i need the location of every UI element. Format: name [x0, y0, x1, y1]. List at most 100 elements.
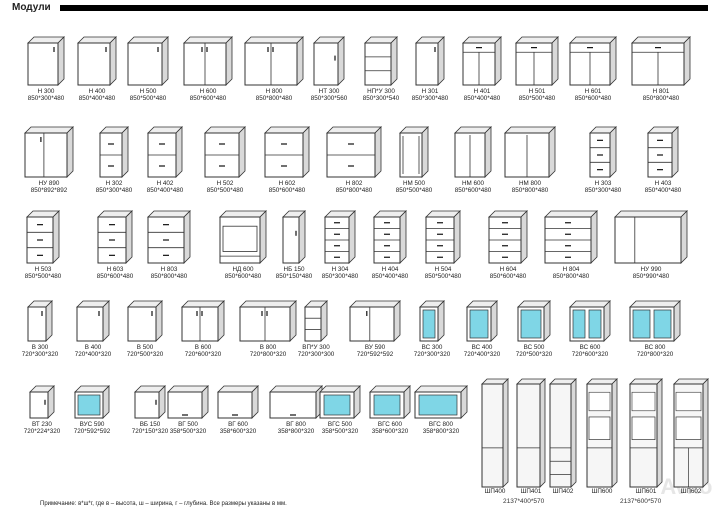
module-size: 850*500*480	[129, 95, 167, 103]
module-code: ВГС 800	[428, 421, 454, 428]
cabinet-drawing	[226, 300, 310, 344]
module-code: НУ 990	[640, 266, 662, 273]
cabinet-drawing	[475, 210, 541, 266]
tall-cabinet-drawing	[585, 378, 619, 488]
module-size: 850*600*480	[224, 273, 262, 281]
cabinet-drawing	[453, 300, 511, 344]
tall-cabinet: ШП400	[480, 378, 510, 495]
module-size: 850*800*480	[150, 273, 188, 281]
cabinet-drawing	[616, 300, 694, 344]
module-code: Н 604	[499, 266, 517, 273]
tall-cabinet-code: ШП602	[680, 488, 702, 495]
tall-cabinet-drawing	[548, 378, 578, 488]
module-code: Н 301	[421, 88, 439, 95]
cabinet-drawing	[576, 126, 630, 180]
module-code: Н 503	[34, 266, 52, 273]
module-size: 720*500*320	[515, 351, 553, 359]
module-code: Н 400	[88, 88, 106, 95]
module-code: Н 801	[652, 88, 670, 95]
cabinet-drawing	[360, 210, 420, 266]
module-size: 358*800*320	[277, 428, 315, 436]
module-code: Н 502	[216, 180, 234, 187]
tall-cabinet: ШП602	[672, 378, 710, 495]
cabinet-drawing	[14, 36, 78, 88]
cabinet-drawing	[63, 300, 123, 344]
module-size: 720*300*300	[297, 351, 335, 359]
module-size: 850*600*480	[574, 95, 612, 103]
module-size: 850*300*480	[95, 187, 133, 195]
module-code: Н 403	[654, 180, 672, 187]
tall-cabinet-code: ШП401	[520, 488, 542, 495]
module-code: ВГ 600	[228, 421, 248, 428]
cabinet-drawing	[134, 210, 204, 266]
module-code: ВС 400	[471, 344, 493, 351]
tall-cabinet-code: ШП601	[635, 488, 657, 495]
cabinet-drawing	[556, 300, 624, 344]
module-code: Н 601	[584, 88, 602, 95]
module-size: 850*600*480	[454, 187, 492, 195]
page-header: Модули	[8, 0, 708, 18]
tall-cabinet: ШП401	[515, 378, 547, 495]
tall-size-right: 2137*600*570	[620, 498, 662, 505]
module-code: НП*У 300	[367, 88, 395, 95]
cabinet-drawing	[291, 300, 341, 344]
module-size: 850*800*480	[255, 95, 293, 103]
module-code: ВУС 590	[79, 421, 105, 428]
module-code: ВТ 230	[32, 421, 52, 428]
module-size: 850*600*480	[189, 95, 227, 103]
module-size: 850*300*480	[27, 95, 65, 103]
module-code: НД 600	[232, 266, 254, 273]
module-code: Н 500	[139, 88, 157, 95]
tall-size-left: 2137*400*570	[503, 498, 545, 505]
tall-cabinet-drawing	[515, 378, 547, 488]
module-code: НТ 300	[318, 88, 340, 95]
module-size: 720*300*320	[21, 351, 59, 359]
cabinet-drawing	[502, 36, 572, 88]
module-code: НМ 500	[402, 180, 426, 187]
cabinet-drawing	[556, 36, 630, 88]
module-size: 850*600*480	[489, 273, 527, 281]
cabinet-drawing	[14, 300, 66, 344]
cabinet-drawing	[61, 385, 123, 421]
cabinet-drawing	[204, 385, 272, 421]
module-size: 850*300*480	[411, 95, 449, 103]
module-size: 850*400*480	[146, 187, 184, 195]
footnote: Примечание: в*ш*г, где в – высота, ш – ш…	[40, 501, 287, 507]
module-size: 850*500*480	[424, 273, 462, 281]
module-code: НМ 800	[518, 180, 542, 187]
module-code: ВГ 500	[178, 421, 198, 428]
module-size: 358*600*320	[219, 428, 257, 436]
module-size: 850*800*480	[511, 187, 549, 195]
module-code: ВГС 500	[327, 421, 353, 428]
cabinet-drawing	[402, 36, 458, 88]
cabinet-drawing	[491, 126, 569, 180]
cabinet-drawing	[401, 385, 481, 421]
module-code: ВГС 600	[377, 421, 403, 428]
cabinet-drawing	[84, 210, 146, 266]
module-size: 358*800*320	[422, 428, 460, 436]
module-code: В 800	[259, 344, 277, 351]
module-code: Н 603	[106, 266, 124, 273]
module-size: 850*400*480	[78, 95, 116, 103]
module-size: 720*592*592	[73, 428, 111, 436]
module-size: 850*600*480	[96, 273, 134, 281]
